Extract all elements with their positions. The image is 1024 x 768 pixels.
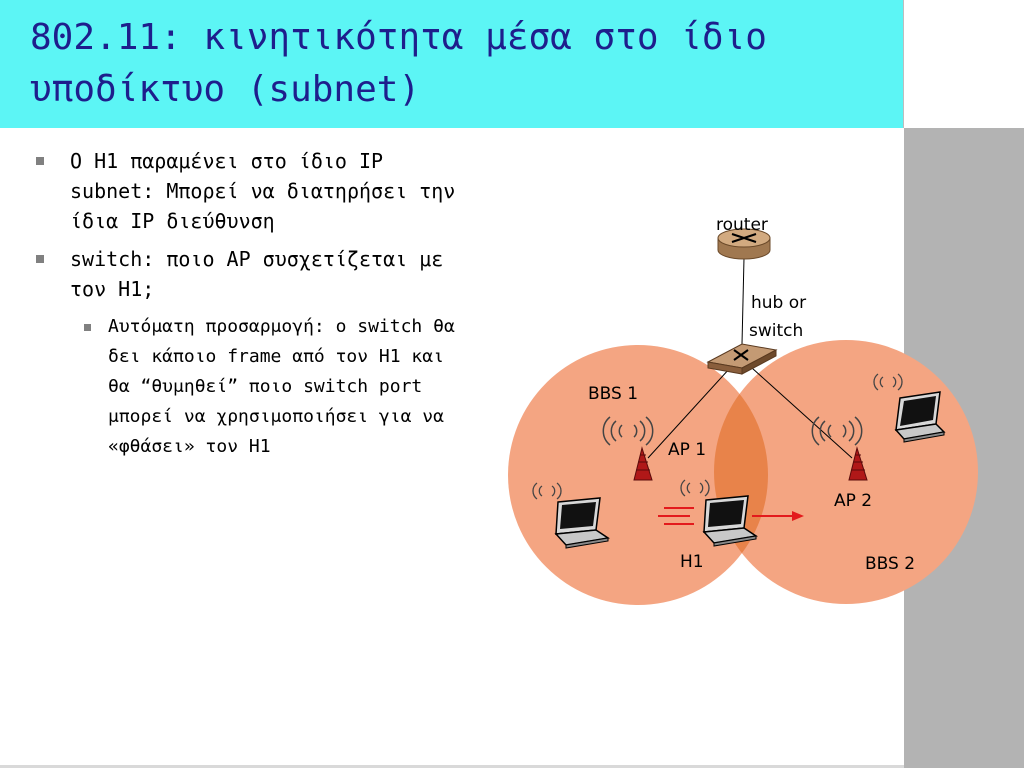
bullet-item: Ο H1 παραμένει στο ίδιο IP subnet: Μπορε… — [30, 146, 470, 236]
hub-label-line1: hub or — [751, 293, 806, 313]
ap1-label: AP 1 — [668, 440, 706, 460]
bullet-square-icon — [36, 157, 44, 165]
switch-ap1-link — [647, 367, 731, 459]
ap2-antenna-icon — [848, 446, 868, 481]
sub-bullet-square-icon — [84, 324, 91, 331]
bbs2-label: BBS 2 — [865, 554, 915, 574]
h1-wireless-icon — [680, 479, 710, 497]
laptop-wireless-icon — [532, 482, 562, 500]
title-bar: 802.11: κινητικότητα μέσα στο ίδιο υποδί… — [0, 0, 903, 128]
ap1-wireless-icon — [602, 416, 654, 446]
sub-bullet-item: Αυτόματη προσαρμογή: ο switch θα δει κάπ… — [30, 312, 470, 462]
laptop-icon — [894, 391, 946, 443]
bullet-text: switch: ποιο AP συσχετίζεται με τον H1; — [70, 247, 444, 301]
network-diagram: router hub or switch BBS 1 AP 1 AP 2 BBS… — [508, 215, 978, 605]
h1-laptop-icon — [702, 495, 758, 547]
switch-icon — [706, 343, 778, 375]
bullet-list: Ο H1 παραμένει στο ίδιο IP subnet: Μπορε… — [30, 146, 470, 462]
laptop-icon — [554, 497, 610, 549]
ap1-antenna-icon — [633, 446, 653, 481]
movement-arrow — [752, 511, 804, 521]
right-strip — [903, 0, 904, 128]
right-top-area — [904, 0, 1024, 128]
bottom-line — [0, 765, 904, 768]
hub-label-line2: switch — [749, 321, 803, 341]
ap2-label: AP 2 — [834, 491, 872, 511]
switch-ap2-link — [751, 367, 853, 459]
ap2-wireless-icon — [811, 416, 863, 446]
bbs1-label: BBS 1 — [588, 384, 638, 404]
bullet-text: Ο H1 παραμένει στο ίδιο IP subnet: Μπορε… — [70, 149, 456, 233]
router-label: router — [716, 215, 768, 235]
router-icon — [717, 228, 771, 260]
laptop-wireless-icon — [873, 373, 903, 391]
sub-bullet-text: Αυτόματη προσαρμογή: ο switch θα δει κάπ… — [108, 316, 455, 457]
h1-label: H1 — [680, 552, 704, 572]
motion-lines — [658, 507, 694, 525]
bullet-square-icon — [36, 255, 44, 263]
router-switch-link — [741, 257, 745, 345]
slide-title: 802.11: κινητικότητα μέσα στο ίδιο υποδί… — [30, 17, 767, 110]
bullet-item: switch: ποιο AP συσχετίζεται με τον H1; — [30, 244, 470, 304]
